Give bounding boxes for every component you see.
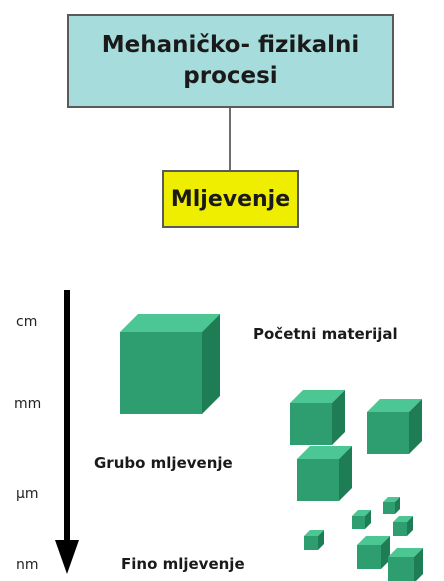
process-box-line2: procesi <box>183 63 278 89</box>
process-box-milling-label: Mljevenje <box>170 186 291 212</box>
cube-side-face <box>414 548 423 581</box>
process-box-line1: Mehaničko- fizikalni <box>101 32 360 58</box>
cube-top-face <box>393 516 413 522</box>
stage-label-fine: Fino mljevenje <box>121 555 245 573</box>
unit-label-cm: cm <box>16 314 38 330</box>
cube-front-face <box>297 459 339 501</box>
cube-front-face <box>304 536 318 550</box>
cube-front-face <box>120 332 202 414</box>
cube-top-face <box>352 510 371 516</box>
unit-label-mm: mm <box>14 396 42 412</box>
cube-front-face <box>383 502 395 514</box>
process-box-text: Mehaničko- fizikalni procesi <box>102 30 360 92</box>
cube-top-face <box>357 536 390 545</box>
cube-top-face <box>297 446 352 459</box>
cube-side-face <box>395 497 400 514</box>
cube-top-face <box>383 497 400 502</box>
cube-front-face <box>290 403 332 445</box>
cube-side-face <box>318 530 324 550</box>
down-arrow-icon <box>55 290 79 574</box>
cube-icon <box>393 516 413 536</box>
cube-side-face <box>407 516 413 536</box>
cube-side-face <box>409 399 422 454</box>
cube-icon <box>357 536 390 569</box>
cube-icon <box>352 510 371 529</box>
cube-icon <box>383 497 400 514</box>
cube-front-face <box>388 557 414 581</box>
cube-icon <box>297 446 352 501</box>
cube-side-face <box>381 536 390 569</box>
cube-icon <box>304 530 324 550</box>
cube-top-face <box>388 548 423 557</box>
stage-label-coarse: Grubo mljevenje <box>94 454 233 472</box>
cube-icon <box>290 390 345 445</box>
stage-label-start: Početni materijal <box>253 325 398 343</box>
cube-side-face <box>202 314 220 414</box>
cube-icon <box>388 548 423 581</box>
cube-icon <box>120 314 220 414</box>
arrow-head <box>55 540 79 574</box>
unit-label-nm: nm <box>16 557 39 573</box>
process-box-mechanical-physical: Mehaničko- fizikalni procesi <box>67 14 394 108</box>
connector-line <box>229 108 231 170</box>
cube-top-face <box>367 399 422 412</box>
cube-front-face <box>367 412 409 454</box>
cube-top-face <box>120 314 220 332</box>
cube-side-face <box>339 446 352 501</box>
cube-front-face <box>352 516 365 529</box>
cube-side-face <box>332 390 345 445</box>
process-box-milling: Mljevenje <box>162 170 299 228</box>
cube-top-face <box>290 390 345 403</box>
cube-front-face <box>393 522 407 536</box>
unit-label-um: µm <box>16 486 39 502</box>
cube-top-face <box>304 530 324 536</box>
cube-side-face <box>365 510 371 529</box>
cube-front-face <box>357 545 381 569</box>
cube-icon <box>367 399 422 454</box>
